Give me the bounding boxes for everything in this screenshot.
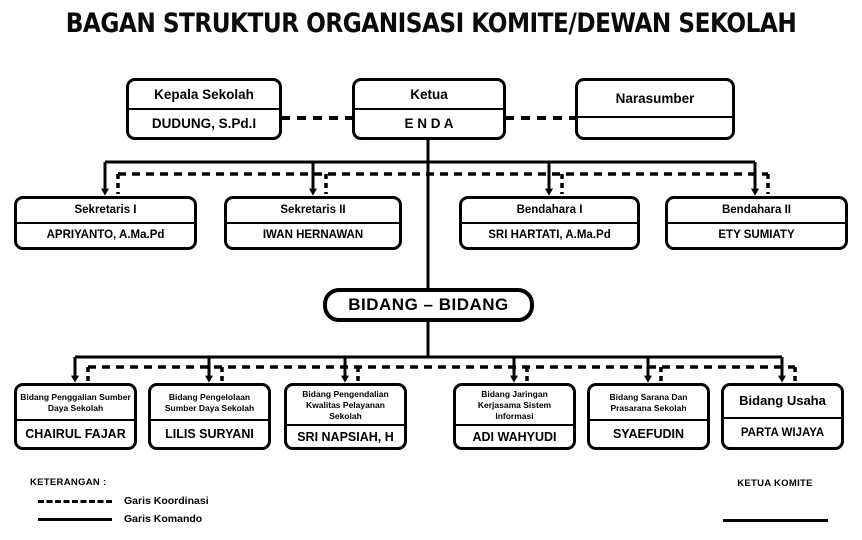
node-narasumber[interactable]: Narasumber: [575, 78, 735, 140]
node-bendahara-1[interactable]: Bendahara I SRI HARTATI, A.Ma.Pd: [459, 196, 640, 250]
node-ketua[interactable]: Ketua E N D A: [352, 78, 506, 140]
node-name: IWAN HERNAWAN: [262, 229, 364, 242]
solid-line-sample: [38, 517, 112, 521]
node-role: Bidang Pengendalian Kwalitas Pelayanan S…: [287, 386, 404, 427]
legend: KETERANGAN : Garis Koordinasi Garis Koma…: [30, 477, 290, 531]
node-sekretaris-1[interactable]: Sekretaris I APRIYANTO, A.Ma.Pd: [14, 196, 197, 250]
node-role: Ketua: [355, 81, 503, 110]
node-name: SRI HARTATI, A.Ma.Pd: [488, 229, 611, 242]
node-name: SYAEFUDIN: [612, 427, 685, 442]
node-role: Bidang Jaringan Kerjasama Sistem Informa…: [456, 386, 573, 427]
page-title: BAGAN STRUKTUR ORGANISASI KOMITE/DEWAN S…: [65, 8, 797, 39]
node-role: Narasumber: [578, 81, 732, 118]
node-role: Bidang Penggalian Sumber Daya Sekolah: [17, 386, 134, 422]
node-bidang-pengelolaan[interactable]: Bidang Pengelolaan Sumber Daya Sekolah L…: [148, 383, 271, 450]
node-role: Sekretaris I: [17, 199, 194, 224]
signature-line: [722, 519, 828, 522]
node-name: SRI NAPSIAH, H: [297, 429, 394, 444]
node-role: Bendahara II: [668, 199, 845, 224]
signature-title: KETUA KOMITE: [737, 478, 813, 489]
node-name: ADI WAHYUDI: [472, 429, 557, 444]
legend-item-label: Garis Komando: [124, 513, 203, 525]
node-role: Bidang Sarana Dan Prasarana Sekolah: [590, 386, 707, 422]
node-kepala-sekolah[interactable]: Kepala Sekolah DUDUNG, S.Pd.I: [126, 78, 282, 140]
legend-item-koordinasi: Garis Koordinasi: [30, 495, 290, 507]
node-bidang-pengendalian[interactable]: Bidang Pengendalian Kwalitas Pelayanan S…: [284, 383, 407, 450]
node-name: LILIS SURYANI: [165, 427, 254, 442]
node-label: BIDANG – BIDANG: [348, 295, 509, 315]
node-name: [578, 118, 732, 137]
node-name: APRIYANTO, A.Ma.Pd: [46, 229, 165, 242]
node-sekretaris-2[interactable]: Sekretaris II IWAN HERNAWAN: [224, 196, 402, 250]
dashed-line-sample: [38, 499, 112, 503]
node-name: CHAIRUL FAJAR: [25, 427, 126, 442]
node-role: Sekretaris II: [227, 199, 399, 224]
node-role: Bendahara I: [462, 199, 637, 224]
node-bendahara-2[interactable]: Bendahara II ETY SUMIATY: [665, 196, 848, 250]
node-name: E N D A: [404, 115, 454, 131]
node-name: ETY SUMIATY: [718, 229, 795, 242]
node-bidang-penggalian[interactable]: Bidang Penggalian Sumber Daya Sekolah CH…: [14, 383, 137, 450]
node-bidang-sarana[interactable]: Bidang Sarana Dan Prasarana Sekolah SYAE…: [587, 383, 710, 450]
legend-item-komando: Garis Komando: [30, 513, 290, 525]
node-role: Bidang Pengelolaan Sumber Daya Sekolah: [151, 386, 268, 422]
node-bidang-jaringan[interactable]: Bidang Jaringan Kerjasama Sistem Informa…: [453, 383, 576, 450]
node-role: Kepala Sekolah: [129, 81, 279, 110]
signature-block: KETUA KOMITE: [690, 478, 860, 522]
node-bidang-usaha[interactable]: Bidang Usaha PARTA WIJAYA: [721, 383, 844, 450]
node-role: Bidang Usaha: [724, 386, 841, 420]
node-name: DUDUNG, S.Pd.I: [151, 115, 257, 131]
legend-title: KETERANGAN :: [30, 477, 107, 488]
node-bidang-bidang[interactable]: BIDANG – BIDANG: [323, 288, 534, 322]
legend-item-label: Garis Koordinasi: [124, 495, 209, 507]
node-name: PARTA WIJAYA: [740, 426, 825, 439]
